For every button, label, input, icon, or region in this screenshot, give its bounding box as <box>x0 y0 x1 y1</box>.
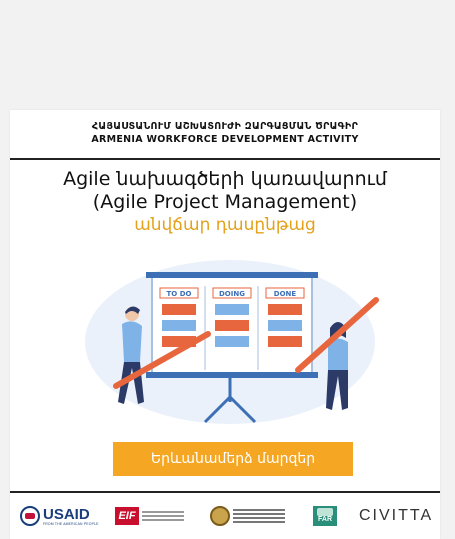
eif-logo: EIF <box>115 502 184 530</box>
program-heading: ՀԱՅԱՍՏԱՆՈՒՄ ԱՇԽԱՏՈՒԺԻ ԶԱՐԳԱՑՄԱՆ ԾՐԱԳԻՐ A… <box>10 120 440 146</box>
divider-bottom <box>10 491 440 493</box>
usaid-tagline: FROM THE AMERICAN PEOPLE <box>43 521 99 526</box>
column-header-done <box>265 287 305 299</box>
easel-leg-right <box>228 395 257 424</box>
task-card <box>162 336 196 347</box>
task-card <box>268 336 302 347</box>
giant-pencil-left <box>113 331 211 389</box>
eif-mark-icon: EIF <box>115 507 139 525</box>
civitta-wordmark: CIVITTA <box>359 507 434 524</box>
column-header-todo <box>159 287 199 299</box>
eif-text-lines <box>142 509 184 523</box>
course-title-english: (Agile Project Management) <box>92 191 358 213</box>
easel-leg-left <box>203 395 232 424</box>
person-right-pants <box>326 370 348 410</box>
person-left-hair <box>125 306 140 314</box>
course-banner: ՀԱՅԱՍՏԱՆՈՒՄ ԱՇԽԱՏՈՒԺԻ ԶԱՐԳԱՑՄԱՆ ԾՐԱԳԻՐ A… <box>10 110 440 539</box>
task-card <box>268 320 302 331</box>
usaid-seal-icon <box>20 506 40 526</box>
column-label-todo: TO DO <box>167 290 192 298</box>
task-card <box>268 304 302 315</box>
kanban-illustration: TO DO DOING DONE <box>85 260 379 424</box>
task-card <box>162 304 196 315</box>
far-mark: FAR <box>313 506 337 526</box>
person-right-shirt <box>328 338 348 370</box>
university-emblem-icon <box>210 506 230 526</box>
program-name-english: ARMENIA WORKFORCE DEVELOPMENT ACTIVITY <box>91 134 359 145</box>
course-title-armenian: Agile նախագծերի կառավարում <box>63 168 387 190</box>
university-text-lines <box>233 507 285 525</box>
column-label-doing: DOING <box>219 290 245 298</box>
region-button[interactable]: Երևանամերձ մարզեր <box>113 442 353 476</box>
far-logo: FAR <box>313 502 337 530</box>
column-label-done: DONE <box>274 290 297 298</box>
usaid-wordmark: USAID <box>43 505 90 523</box>
task-card <box>162 320 196 331</box>
course-subtitle: անվճար դասընթաց <box>134 215 316 235</box>
agrarian-university-logo <box>210 502 285 530</box>
board-bottom-bar <box>146 372 318 378</box>
person-left-shirt <box>122 321 142 362</box>
giant-pencil-right <box>295 297 379 373</box>
usaid-logo: USAID FROM THE AMERICAN PEOPLE <box>20 502 99 530</box>
board-top-bar <box>146 272 318 278</box>
partner-logos: USAID FROM THE AMERICAN PEOPLE EIF FAR C… <box>10 498 440 534</box>
task-card <box>215 336 249 347</box>
task-card <box>215 320 249 331</box>
task-card <box>215 304 249 315</box>
column-header-doing <box>212 287 252 299</box>
program-name-armenian: ՀԱՅԱՍՏԱՆՈՒՄ ԱՇԽԱՏՈՒԺԻ ԶԱՐԳԱՑՄԱՆ ԾՐԱԳԻՐ <box>91 121 359 132</box>
civitta-logo: CIVITTA <box>359 502 433 530</box>
divider-top <box>10 158 440 160</box>
